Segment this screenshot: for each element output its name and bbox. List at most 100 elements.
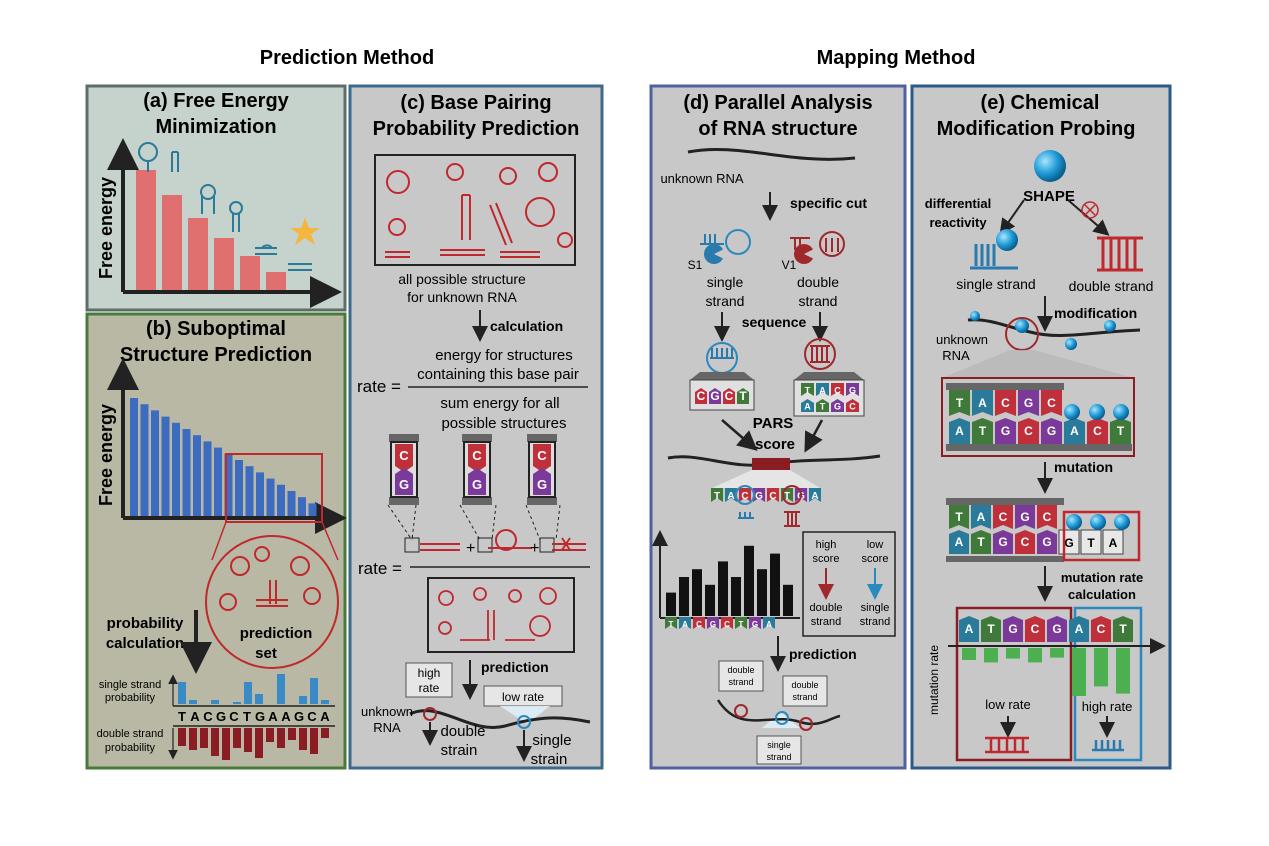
high-score-label-2: score: [813, 553, 840, 565]
all-structures-icons: [385, 162, 573, 258]
double-strand-label-d1: double: [797, 274, 839, 290]
energy-bar: [182, 429, 191, 516]
specific-cut-label: specific cut: [790, 195, 867, 211]
single-prob-bar: [277, 674, 285, 704]
energy-bar: [172, 422, 180, 516]
nucleotide-tile: [1037, 530, 1057, 554]
panel-c: (c) Base Pairing Probability Prediction …: [348, 84, 604, 770]
base-g: [395, 468, 413, 495]
nucleotide-tile: [1087, 418, 1108, 444]
nucleotide-tile: [767, 488, 779, 502]
panel-b-ylabel: Free energy: [96, 404, 116, 506]
nucleotide-tile: [949, 390, 970, 416]
cassette-bar: [946, 444, 1132, 451]
nucleotide-letter: A: [965, 622, 974, 636]
zoom-lines: [387, 504, 561, 541]
mutated-tile: [1080, 529, 1102, 555]
double-prob-bar: [178, 728, 186, 746]
probability-calc-label-1: probability: [107, 615, 184, 632]
pars-score-bars: [666, 545, 793, 616]
mutation-highlight-box: [1062, 510, 1141, 562]
energy-bar: [235, 460, 243, 516]
nucleotide-letter: G: [1047, 424, 1056, 438]
sequence-label-d: sequence: [742, 314, 807, 330]
double-prob-bar: [321, 728, 329, 738]
rate-denominator-structures: [438, 587, 557, 641]
sequence-letter: C: [229, 709, 239, 724]
box-ds2-1: double: [791, 680, 818, 690]
nucleotide-letter: A: [1070, 424, 1079, 438]
double-prob-bar: [244, 728, 252, 752]
double-prob-bar: [211, 728, 219, 756]
nucleotide-tile: [711, 488, 723, 502]
nucleotide-letter: A: [682, 620, 688, 629]
pars-bar: [692, 569, 702, 616]
energy-bar: [161, 416, 170, 516]
single-prob-bar: [178, 682, 186, 704]
denominator-2: possible structures: [441, 415, 566, 432]
single-strain-label-2: strain: [531, 751, 568, 768]
double-strain-label-2: strain: [441, 742, 478, 759]
nucleotide-letter: T: [669, 620, 674, 629]
mutation-label: mutation: [1054, 459, 1113, 475]
low-score-label-2: score: [862, 553, 889, 565]
nucleotide-tile: [801, 383, 814, 396]
nucleotide-letter: G: [755, 491, 763, 502]
nucleotide-letter: C: [769, 491, 776, 502]
base-g: [533, 468, 551, 495]
sequence-letter: G: [255, 709, 265, 724]
nucleotide-tile: [971, 530, 991, 554]
probability-calc-label-2: calculation: [106, 635, 184, 652]
rate2-label: rate =: [358, 559, 402, 578]
nucleotide-letter: C: [696, 620, 702, 629]
cassette-bottom: [462, 497, 492, 505]
single-prob-label-1: single strand: [99, 679, 161, 691]
nucleotide-tile: [972, 390, 993, 416]
nucleotide-tile: [1064, 418, 1085, 444]
nucleotide-tile: [993, 530, 1013, 554]
ss-label-2: strand: [860, 616, 891, 628]
pars-bar: [757, 569, 767, 616]
diff-label-1: differential: [925, 196, 991, 211]
energy-bar: [188, 218, 208, 290]
panel-a-ylabel: Free energy: [96, 177, 116, 279]
mut-rate-calc-2: calculation: [1068, 587, 1136, 602]
nucleotide-letter: G: [1064, 536, 1073, 550]
low-rate-label-e: low rate: [985, 697, 1031, 712]
shape-adduct: [1064, 404, 1080, 420]
high-rate-label-1: high: [418, 666, 441, 680]
energy-bar: [203, 441, 212, 516]
energy-bars: [136, 170, 286, 290]
nucleotide-letter: C: [1001, 396, 1010, 410]
nucleotide-letter: T: [955, 510, 963, 524]
double-prob-bar: [277, 728, 285, 748]
sequence-letter: G: [294, 709, 304, 724]
nucleotide-letter: G: [998, 535, 1007, 549]
energy-bar: [245, 466, 254, 516]
mutation-rate-bar: [1006, 648, 1020, 659]
double-prob-bar: [255, 728, 263, 758]
nucleotide-letter: C: [725, 389, 734, 403]
nucleotide-letter: C: [1024, 424, 1033, 438]
nucleotide-letter: C: [1031, 622, 1040, 636]
ds-label-1: double: [809, 602, 842, 614]
single-strand-label-e: single strand: [956, 276, 1035, 292]
cassette-top: [389, 434, 419, 442]
unknown-rna-strand-d: [687, 147, 856, 161]
nucleotide-letter: G: [1001, 424, 1010, 438]
double-prob-bar: [189, 728, 197, 750]
nucleotide-letter: C: [1097, 622, 1106, 636]
nucleotide-tile: [753, 488, 765, 502]
nucleotide-letter: T: [784, 491, 790, 502]
rate-numerator-structures: [404, 529, 586, 553]
diff-label-2: reactivity: [929, 215, 987, 230]
unknown-rna-label-e2: RNA: [942, 348, 970, 363]
mutation-rate-bar: [1028, 648, 1042, 663]
cassette-bar: [946, 383, 1064, 390]
